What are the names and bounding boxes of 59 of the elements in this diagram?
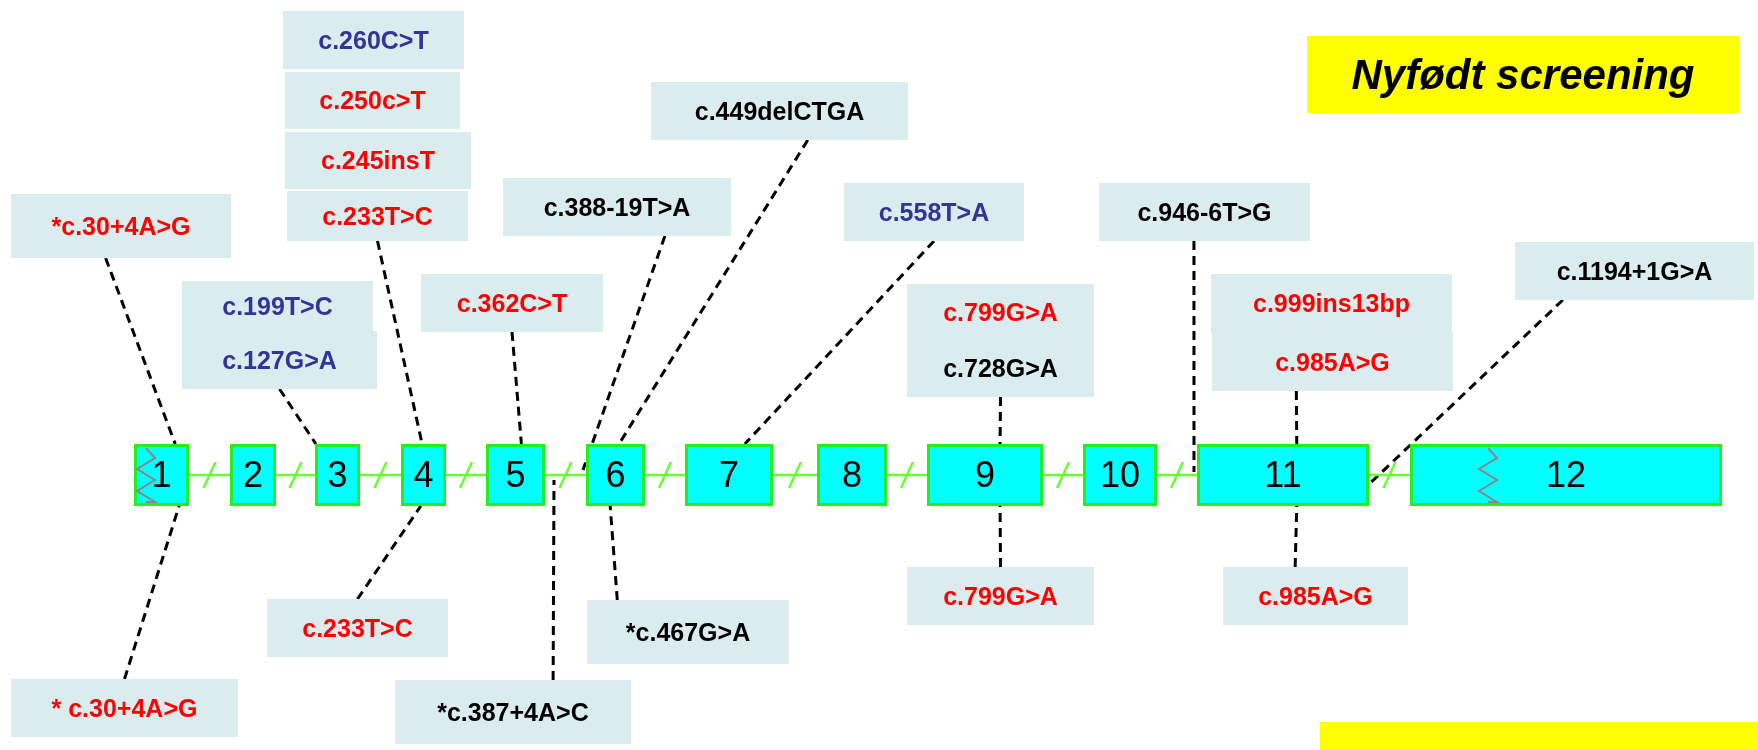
section-heading: Nyfødt screening: [1307, 36, 1739, 113]
leader-line: [1294, 391, 1299, 444]
variant-tag: c.233T>C: [287, 191, 468, 241]
variant-tag: *c.387+4A>C: [395, 680, 631, 744]
variant-tag: c.985A>G: [1223, 567, 1408, 625]
intron-line: [1043, 473, 1083, 477]
intron-line: [645, 473, 685, 477]
variant-tag: c.245insT: [285, 132, 471, 189]
leader-line: [510, 331, 523, 445]
leader-line: [551, 480, 556, 680]
intron-line: [189, 473, 230, 477]
leader-line: [998, 397, 1002, 444]
exon-box: 5: [486, 444, 545, 506]
variant-tag: * c.30+4A>G: [11, 679, 238, 737]
variant-tag: c.558T>A: [844, 183, 1024, 241]
exon-box: 10: [1083, 444, 1157, 506]
variant-tag: c.799G>A: [907, 284, 1094, 340]
intron-line: [773, 473, 817, 477]
variant-tag: c.999ins13bp: [1211, 274, 1452, 333]
exon-box: 1: [134, 444, 189, 506]
intron-line: [360, 473, 401, 477]
leader-line: [356, 505, 423, 600]
exon-box: 12: [1410, 444, 1722, 506]
variant-tag: c.250c>T: [285, 72, 460, 129]
variant-tag: c.127G>A: [182, 331, 377, 389]
variant-tag: c.728G>A: [907, 340, 1094, 397]
variant-tag: c.362C>T: [421, 274, 603, 332]
intron-line: [1157, 473, 1197, 477]
variant-tag: c.388-19T>A: [503, 178, 731, 236]
exon-box: 4: [401, 444, 446, 506]
intron-line: [887, 473, 927, 477]
variant-tag: c.946-6T>G: [1099, 183, 1310, 241]
leader-line: [278, 388, 318, 445]
exon-box: 7: [685, 444, 773, 506]
variant-tag: c.199T>C: [182, 281, 373, 331]
variant-tag: c.799G>A: [907, 567, 1094, 625]
exon-box: 3: [315, 444, 360, 506]
variant-tag: *c.467G>A: [587, 600, 789, 664]
variant-tag: c.260C>T: [283, 11, 464, 69]
leader-line: [743, 239, 936, 446]
exon-box: 8: [817, 444, 887, 506]
leader-line: [1192, 241, 1196, 472]
leader-line: [608, 505, 619, 601]
exon-box: 6: [586, 444, 645, 506]
variant-tag: c.449delCTGA: [651, 82, 908, 140]
intron-line: [1369, 473, 1410, 477]
variant-tag: c.985A>G: [1212, 333, 1453, 391]
exon-box: 2: [230, 444, 276, 506]
exon-box: 9: [927, 444, 1043, 506]
exon-box: 11: [1197, 444, 1369, 506]
intron-line: [446, 473, 486, 477]
variant-tag: *c.30+4A>G: [11, 194, 231, 258]
leader-line: [123, 505, 181, 680]
leader-line: [104, 257, 177, 445]
variant-tag: c.1194+1G>A: [1515, 242, 1754, 300]
variant-tag: c.233T>C: [267, 599, 448, 657]
intron-line: [276, 473, 315, 477]
leader-line: [581, 235, 667, 471]
intron-line: [545, 473, 586, 477]
